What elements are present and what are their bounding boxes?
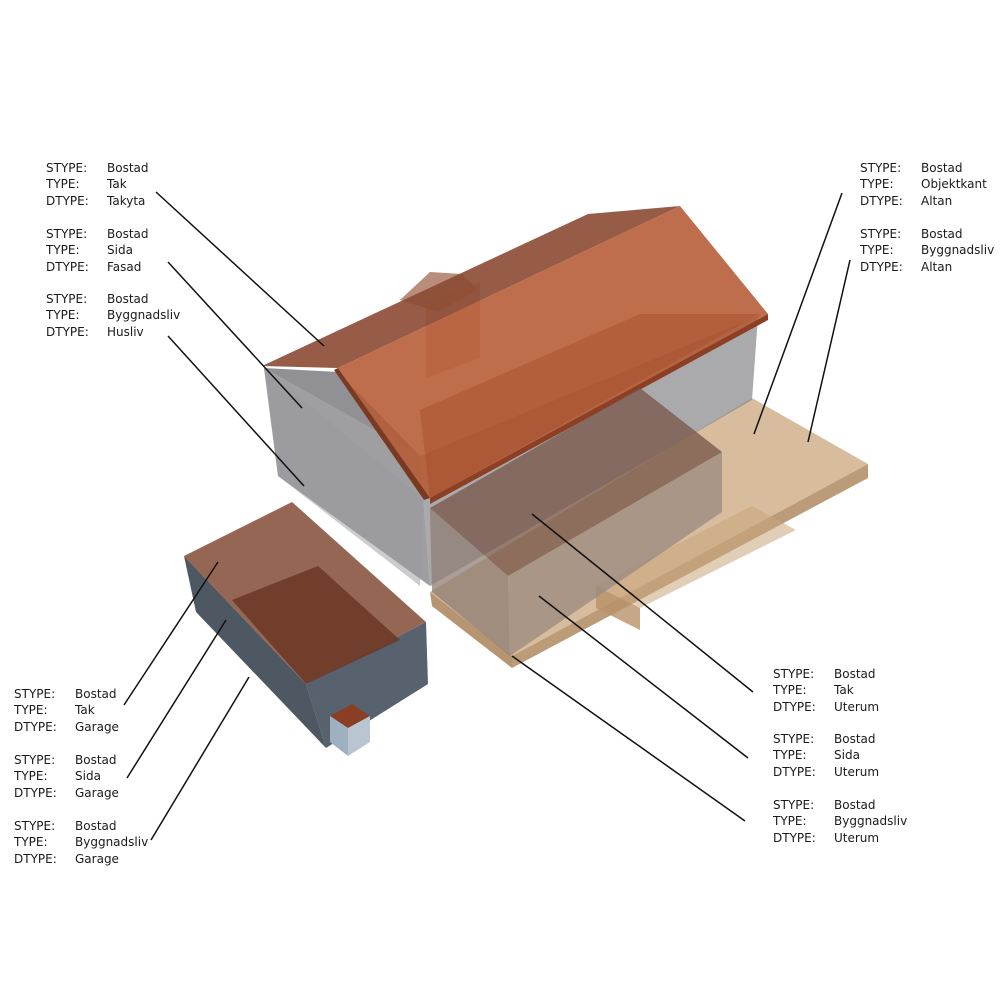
label-garage-side: STYPE:Bostad TYPE:Sida DTYPE:Garage — [14, 753, 119, 800]
main-house — [262, 206, 768, 586]
garage — [184, 502, 428, 756]
leader-line — [807, 259, 851, 443]
leader-line — [123, 561, 219, 706]
label-uterum-roof: STYPE:Bostad TYPE:Tak DTYPE:Uterum — [773, 667, 880, 714]
label-altan-byggnadsliv: STYPE:Bostad TYPE:Byggnadsliv DTYPE:Alta… — [860, 227, 995, 274]
label-garage-roof: STYPE:Bostad TYPE:Tak DTYPE:Garage — [14, 687, 119, 734]
leader-line — [155, 191, 325, 347]
label-building-husliv: STYPE:Bostad TYPE:Byggnadsliv DTYPE:Husl… — [46, 292, 181, 339]
label-facade-fasad: STYPE:Bostad TYPE:Sida DTYPE:Fasad — [46, 227, 149, 274]
leader-line — [511, 655, 746, 822]
label-garage-byggnadsliv: STYPE:Bostad TYPE:Byggnadsliv DTYPE:Gara… — [14, 819, 149, 866]
label-uterum-side: STYPE:Bostad TYPE:Sida DTYPE:Uterum — [773, 732, 880, 779]
label-roof-takyta: STYPE:Bostad TYPE:Tak DTYPE:Takyta — [46, 161, 149, 208]
leader-line — [167, 335, 305, 487]
leader-line — [126, 619, 227, 779]
leader-line — [753, 192, 843, 435]
leader-lines — [123, 191, 851, 841]
leader-line — [531, 513, 754, 693]
leader-line — [150, 676, 250, 841]
label-altan-objektkant: STYPE:Bostad TYPE:Objektkant DTYPE:Altan — [860, 161, 987, 208]
leader-line — [167, 261, 303, 409]
label-uterum-byggnadsliv: STYPE:Bostad TYPE:Byggnadsliv DTYPE:Uter… — [773, 798, 908, 845]
leader-line — [538, 595, 749, 759]
uterum — [430, 388, 722, 656]
